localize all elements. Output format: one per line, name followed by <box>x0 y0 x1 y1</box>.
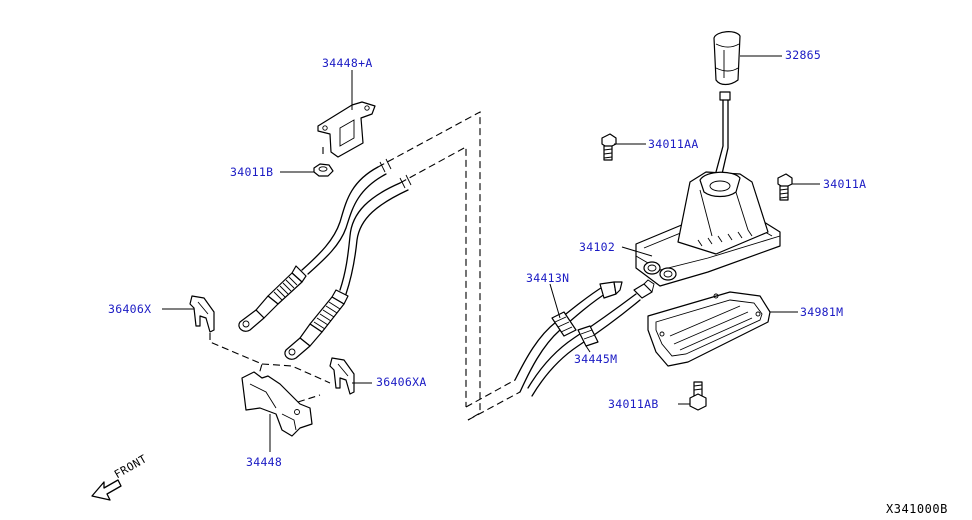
label-34011b: 34011B <box>230 165 274 179</box>
label-32865: 32865 <box>785 48 822 62</box>
label-34445m: 34445M <box>574 352 618 366</box>
bracket-34448a <box>317 101 376 158</box>
bracket-34448 <box>241 371 313 437</box>
bolt-34011aa <box>601 133 617 161</box>
label-34102: 34102 <box>579 240 616 254</box>
label-34413n: 34413N <box>526 271 570 285</box>
front-arrow <box>91 479 122 501</box>
label-34448a: 34448+A <box>322 56 373 70</box>
clip-36406xa <box>329 357 355 395</box>
shifter-housing-34102 <box>635 171 781 287</box>
cable-34445m <box>527 279 655 397</box>
label-36406xa: 36406XA <box>376 375 427 389</box>
cable-34413n <box>514 281 623 393</box>
label-34448: 34448 <box>246 455 283 469</box>
shift-knob-32865 <box>713 31 741 175</box>
label-36406x: 36406X <box>108 302 152 316</box>
bolt-34011a <box>777 173 793 201</box>
routing-guide-lines <box>209 111 521 421</box>
nut-34011b <box>313 163 334 177</box>
label-34011aa: 34011AA <box>648 137 699 151</box>
label-34981m: 34981M <box>800 305 844 319</box>
cover-34981m <box>647 291 771 367</box>
label-34011a: 34011A <box>823 177 867 191</box>
diagram-code: X341000B <box>886 502 948 516</box>
clip-36406x <box>189 295 215 333</box>
label-34011ab: 34011AB <box>608 397 659 411</box>
bolt-34011ab <box>689 381 707 411</box>
leader-lines <box>162 55 820 452</box>
control-cables <box>238 158 412 360</box>
